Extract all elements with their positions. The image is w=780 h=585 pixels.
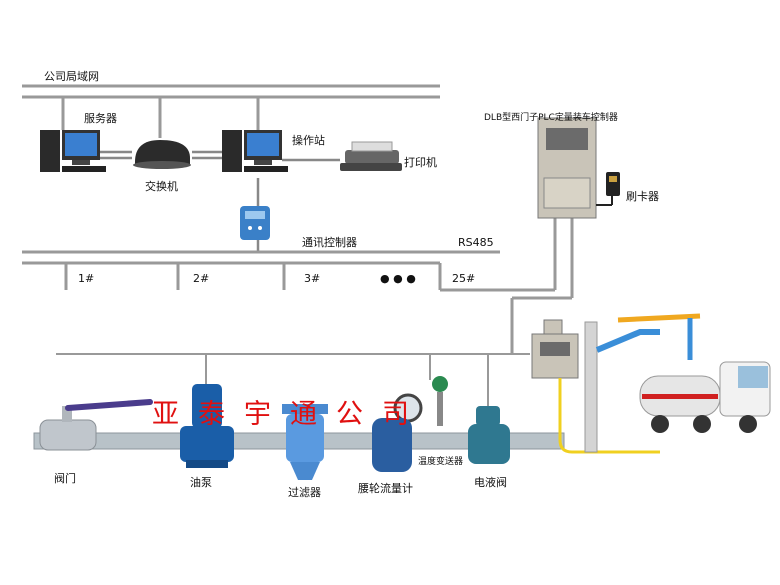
comm-controller-icon [240, 206, 270, 240]
station-2-label: 2# [193, 272, 210, 285]
operator-station-icon [222, 130, 288, 172]
lan-bus [22, 84, 440, 138]
temperature-transmitter-icon [432, 376, 448, 426]
tanker-truck-icon [639, 361, 771, 433]
comm-controller-label: 通讯控制器 [302, 236, 357, 249]
valve-icon [39, 399, 153, 451]
loading-controller-icon [531, 319, 579, 379]
oil-pump-icon [180, 384, 234, 468]
station-ellipsis: ● ● ● [380, 272, 416, 285]
printer-label: 打印机 [404, 156, 437, 169]
company-lan-label: 公司局域网 [44, 70, 99, 83]
oil-pump-label: 油泵 [190, 476, 212, 489]
switch-label: 交换机 [145, 180, 178, 193]
flowmeter-label: 腰轮流量计 [358, 482, 413, 495]
loading-arm-icon [584, 313, 701, 453]
rs485-label: RS485 [458, 236, 494, 249]
filter-icon [282, 404, 328, 480]
valve-label: 阀门 [54, 472, 76, 485]
station-3-label: 3# [304, 272, 321, 285]
rs485-bus [22, 218, 574, 354]
server-label: 服务器 [84, 112, 117, 125]
flowmeter-icon [372, 393, 423, 472]
plc-controller-icon [537, 117, 597, 219]
printer-icon [340, 141, 402, 171]
switch-icon [133, 140, 191, 169]
electro-hydraulic-valve-icon [468, 406, 510, 464]
station-1-label: 1# [78, 272, 95, 285]
card-reader-label: 刷卡器 [626, 190, 659, 203]
electro-hydraulic-valve-label: 电液阀 [474, 476, 507, 489]
plc-controller-label: DLB型西门子PLC定量装车控制器 [484, 113, 618, 123]
temp-transmitter-label: 温度变送器 [418, 457, 464, 467]
server-icon [40, 130, 106, 172]
filter-label: 过滤器 [288, 486, 321, 499]
card-reader-icon [596, 172, 620, 206]
station-25-label: 25# [452, 272, 476, 285]
operator-station-label: 操作站 [292, 134, 325, 147]
company-watermark: 亚泰宇通公司 [152, 399, 428, 430]
